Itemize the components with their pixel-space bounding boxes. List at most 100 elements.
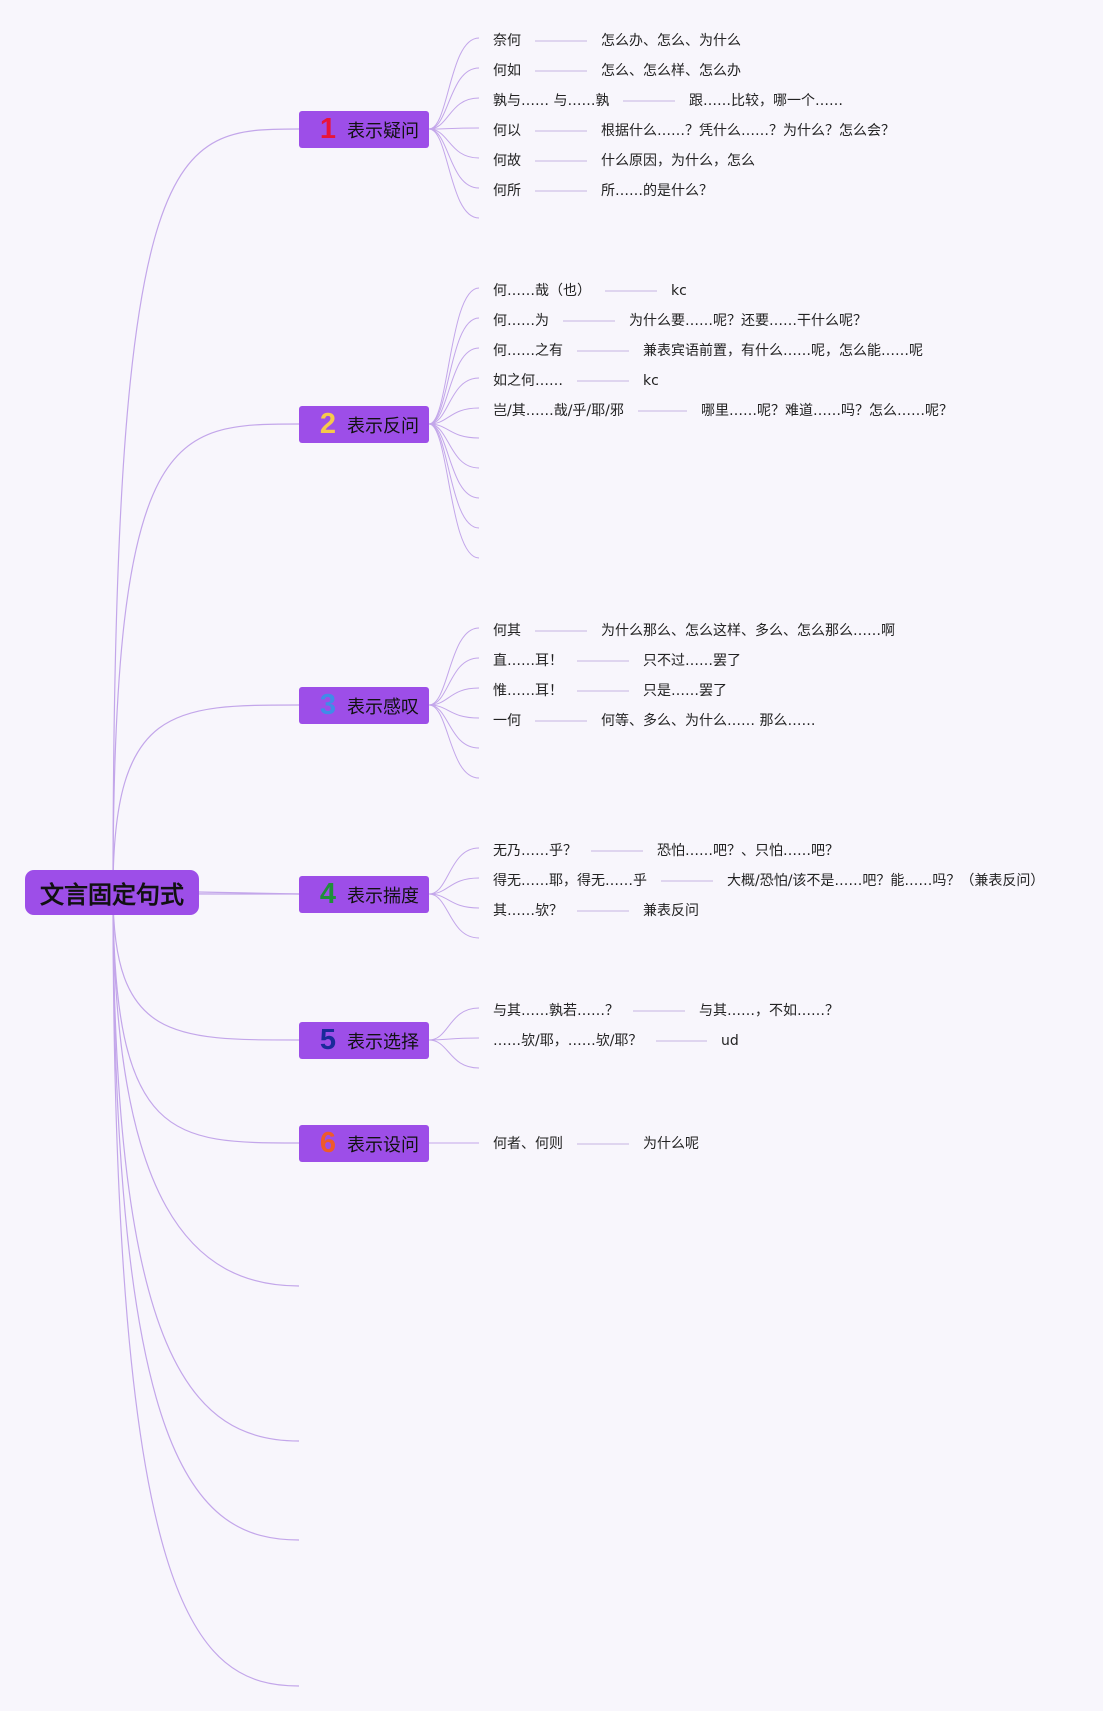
- root-link-empty: [112, 891, 300, 1442]
- leaf-meaning[interactable]: 只不过……罢了: [643, 653, 741, 669]
- branch-link: [428, 287, 480, 425]
- branch-number-icon: 6: [319, 1127, 337, 1159]
- leaf-term[interactable]: 直……耳！: [493, 653, 563, 669]
- leaf-meaning[interactable]: 兼表宾语前置，有什么……呢，怎么能……呢: [643, 343, 923, 359]
- branch-link: [428, 37, 480, 130]
- branch-link: [428, 423, 480, 559]
- branch-link: [428, 128, 480, 189]
- leaf-term[interactable]: 何……之有: [493, 343, 563, 359]
- leaf-term[interactable]: 得无……耶，得无……乎: [493, 873, 647, 889]
- leaf-meaning[interactable]: kc: [643, 373, 659, 389]
- branch-number-icon: 5: [319, 1024, 337, 1056]
- leaf-meaning[interactable]: 为什么呢: [643, 1136, 699, 1152]
- leaf-term[interactable]: ……欤/耶，……欤/耶？: [493, 1033, 643, 1049]
- root-link: [112, 128, 300, 893]
- branch-link: [428, 704, 480, 779]
- leaf-term[interactable]: 何其: [493, 623, 521, 639]
- branch-link: [428, 704, 480, 749]
- root-label: 文言固定句式: [40, 881, 184, 909]
- branch-link: [428, 67, 480, 130]
- branch-link: [428, 407, 480, 425]
- leaf-meaning[interactable]: 恐怕……吧？、只怕……吧？: [657, 843, 839, 859]
- branch-number-icon: 2: [319, 408, 337, 440]
- leaf-term[interactable]: 何故: [493, 153, 521, 169]
- branch-link: [428, 877, 480, 895]
- branch-link: [428, 687, 480, 706]
- branch-node-6[interactable]: 6 表示设问: [299, 1125, 429, 1162]
- leaf-meaning[interactable]: 兼表反问: [643, 903, 699, 919]
- branch-label: 表示揣度: [347, 885, 419, 907]
- leaf-term[interactable]: 与其……孰若……？: [493, 1003, 619, 1019]
- leaf-meaning[interactable]: 怎么、怎么样、怎么办: [601, 63, 741, 79]
- leaf-meaning[interactable]: 根据什么……？凭什么……？为什么？怎么会？: [601, 123, 895, 139]
- leaf-meaning[interactable]: 什么原因，为什么，怎么: [601, 153, 755, 169]
- branch-link: [428, 1037, 480, 1041]
- leaf-meaning[interactable]: 大概/恐怕/该不是……吧？能……吗？（兼表反问）: [727, 873, 1045, 889]
- branch-link: [428, 127, 480, 130]
- branch-label: 表示感叹: [347, 696, 419, 718]
- branch-label: 表示反问: [347, 415, 419, 437]
- branch-link: [428, 657, 480, 706]
- leaf-term[interactable]: 何如: [493, 63, 521, 79]
- branch-link: [428, 317, 480, 425]
- root-link: [112, 891, 300, 1144]
- leaf-term[interactable]: 一何: [493, 713, 521, 729]
- leaf-term[interactable]: 何……哉（也）: [493, 283, 591, 299]
- branch-link: [428, 97, 480, 130]
- branch-number-icon: 3: [319, 689, 337, 721]
- branch-link: [428, 1007, 480, 1041]
- branch-link: [428, 627, 480, 706]
- branch-link: [428, 893, 480, 939]
- branch-label: 表示选择: [347, 1031, 419, 1053]
- leaf-meaning[interactable]: kc: [671, 283, 687, 299]
- leaf-meaning[interactable]: 怎么办、怎么、为什么: [601, 33, 741, 49]
- branch-number-icon: 4: [319, 878, 337, 910]
- root-link-empty: [112, 891, 300, 1541]
- leaf-term[interactable]: 孰与…… 与……孰: [493, 93, 610, 109]
- leaf-term[interactable]: 何……为: [493, 313, 549, 329]
- branch-node-1[interactable]: 1 表示疑问: [299, 111, 429, 148]
- root-link: [112, 704, 300, 893]
- leaf-meaning[interactable]: 所……的是什么？: [601, 183, 713, 199]
- root-link-empty: [112, 891, 300, 1287]
- branch-link: [428, 377, 480, 425]
- leaf-term[interactable]: 岂/其……哉/乎/耶/邪: [493, 403, 624, 419]
- root-link: [112, 423, 300, 893]
- leaf-meaning[interactable]: 只是……罢了: [643, 683, 727, 699]
- branch-link: [428, 423, 480, 529]
- leaf-term[interactable]: 如之何……: [493, 373, 563, 389]
- root-stub: [198, 891, 300, 895]
- leaf-meaning[interactable]: ud: [721, 1033, 739, 1049]
- branch-node-3[interactable]: 3 表示感叹: [299, 687, 429, 724]
- branch-link: [428, 1039, 480, 1069]
- root-node[interactable]: 文言固定句式: [25, 870, 199, 915]
- leaf-term[interactable]: 其……欤？: [493, 903, 563, 919]
- leaf-meaning[interactable]: 为什么要……呢？还要……干什么呢？: [629, 313, 867, 329]
- branch-label: 表示设问: [347, 1134, 419, 1156]
- leaf-term[interactable]: 何所: [493, 183, 521, 199]
- branch-node-5[interactable]: 5 表示选择: [299, 1022, 429, 1059]
- leaf-term[interactable]: 无乃……乎？: [493, 843, 577, 859]
- root-link: [112, 891, 300, 1041]
- leaf-meaning[interactable]: 哪里……呢？难道……吗？怎么……呢？: [701, 403, 953, 419]
- branch-label: 表示疑问: [347, 120, 419, 142]
- leaf-term[interactable]: 惟……耳！: [493, 683, 563, 699]
- leaf-meaning[interactable]: 跟……比较，哪一个……: [689, 93, 843, 109]
- branch-link: [428, 347, 480, 425]
- leaf-term[interactable]: 奈何: [493, 33, 521, 49]
- leaf-term[interactable]: 何以: [493, 123, 521, 139]
- leaf-meaning[interactable]: 为什么那么、怎么这样、多么、怎么那么……啊: [601, 623, 895, 639]
- leaf-meaning[interactable]: 何等、多么、为什么…… 那么……: [601, 713, 816, 729]
- root-link-empty: [112, 891, 300, 1687]
- branch-link: [428, 423, 480, 469]
- leaf-meaning[interactable]: 与其……，不如……？: [699, 1003, 839, 1019]
- branch-link: [428, 128, 480, 219]
- branch-node-4[interactable]: 4 表示揣度: [299, 876, 429, 913]
- leaf-term[interactable]: 何者、何则: [493, 1136, 563, 1152]
- branch-link: [428, 423, 480, 499]
- branch-node-2[interactable]: 2 表示反问: [299, 406, 429, 443]
- branch-number-icon: 1: [319, 113, 337, 145]
- branch-link: [428, 847, 480, 895]
